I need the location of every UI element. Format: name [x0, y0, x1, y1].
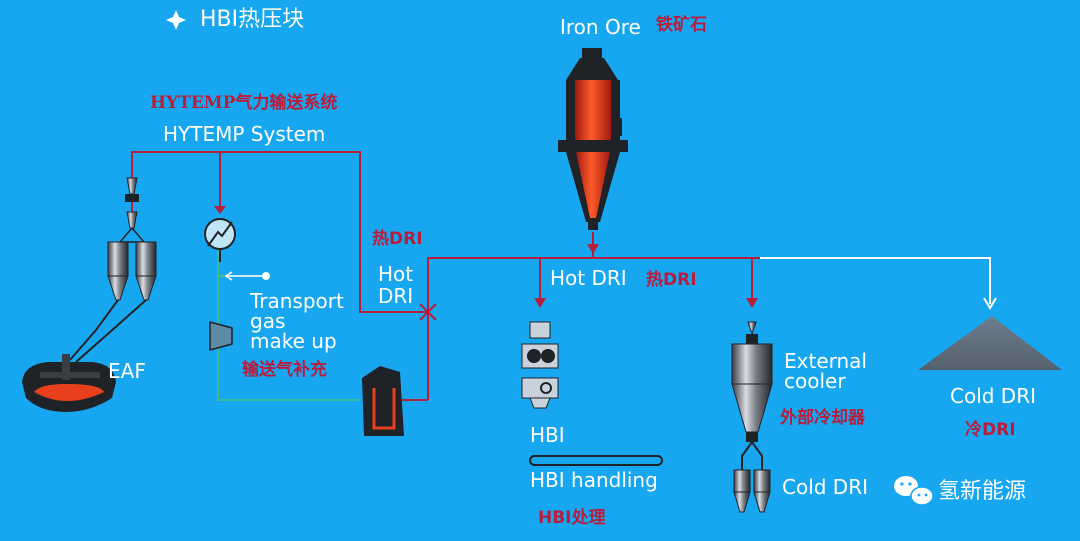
page-title: HBI热压块: [200, 7, 305, 32]
external-cooler-icon: [731, 321, 773, 513]
hbi-arrow: [534, 298, 546, 308]
iron-ore-label-cn: 铁矿石: [656, 15, 707, 35]
wechat-icon: [894, 476, 934, 506]
ore-arrow: [587, 244, 599, 254]
cold-dri-pile-label-cn: 冷DRI: [965, 420, 1016, 440]
hbi-handling-label-cn: HBI处理: [538, 508, 606, 528]
transport-gas-label-cn: 输送气补充: [242, 360, 327, 380]
surge-bin-icon: [362, 366, 404, 436]
hytemp-arrow: [214, 206, 226, 214]
hbi-conveyor-icon: [529, 455, 663, 466]
hot-dri-left-line1: Hot: [378, 262, 414, 286]
cold-dri-pile-icon: [918, 316, 1062, 370]
hot-dri-left-line2: DRI: [378, 284, 414, 308]
cold-dri-line: [760, 257, 991, 304]
hbi-press-icon: [521, 321, 559, 409]
hot-dri-line: [400, 232, 760, 401]
four-point-star-icon: [166, 10, 186, 30]
cooler-cold-dri-label: Cold DRI: [782, 475, 869, 499]
hbi-label: HBI: [530, 423, 565, 447]
transport-gas-line3: make up: [250, 329, 337, 353]
cooler-label-cn: 外部冷却器: [780, 408, 865, 428]
transport-gas-line1: Transport: [250, 289, 344, 313]
eaf-furnace-icon: [22, 354, 116, 412]
cooler-label-line1: External: [784, 349, 867, 373]
eaf-cyclone-icon: [69, 177, 157, 363]
compressor-icon: [209, 321, 233, 351]
cooler-arrow: [746, 298, 758, 308]
hytemp-label-cn: HYTEMP气力输送系统: [150, 93, 338, 113]
hot-dri-center-label-cn: 热DRI: [646, 270, 697, 290]
gas-inlet-dot: [262, 272, 270, 280]
iron-ore-label: Iron Ore: [560, 15, 641, 39]
shaft-furnace-icon: [558, 48, 628, 230]
eaf-label: EAF: [108, 359, 146, 383]
heat-exchanger-icon: [204, 218, 236, 262]
hytemp-label: HYTEMP System: [163, 122, 326, 146]
cooler-label-line2: cooler: [784, 369, 846, 393]
hot-dri-left-label-cn: 热DRI: [372, 229, 423, 249]
transport-gas-line2: gas: [250, 309, 286, 333]
hbi-handling-label: HBI handling: [530, 468, 658, 492]
cold-dri-arrow: [983, 297, 997, 310]
cold-dri-pile-label: Cold DRI: [950, 384, 1037, 408]
hot-dri-center-label: Hot DRI: [550, 266, 627, 290]
watermark-text: 氢新能源: [938, 479, 1027, 504]
